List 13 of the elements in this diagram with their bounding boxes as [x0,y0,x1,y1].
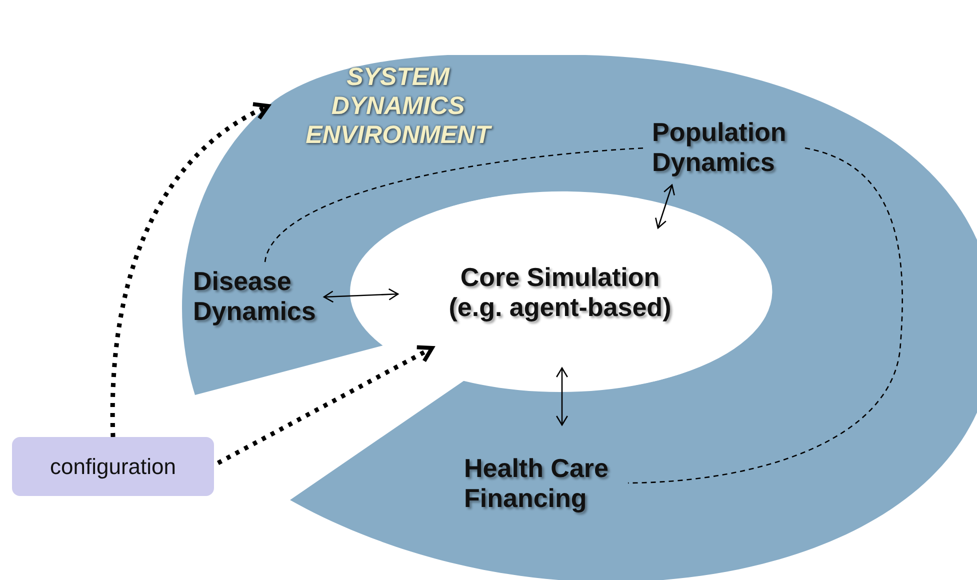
core-label: Core Simulation (e.g. agent-based) [448,262,672,322]
arrow [216,345,434,465]
arrow [323,288,399,303]
module-label: Health Care Financing [464,453,610,513]
module-label: Population Dynamics [652,117,788,177]
configuration-box: configuration [12,437,214,496]
environment-title: SYSTEM DYNAMICS ENVIRONMENT [306,63,490,150]
module-label: Disease Dynamics [193,266,317,326]
connector-line [628,147,903,484]
arrow [556,367,568,426]
arrow [110,103,270,438]
arrow [655,184,675,229]
connector-line [264,147,646,262]
